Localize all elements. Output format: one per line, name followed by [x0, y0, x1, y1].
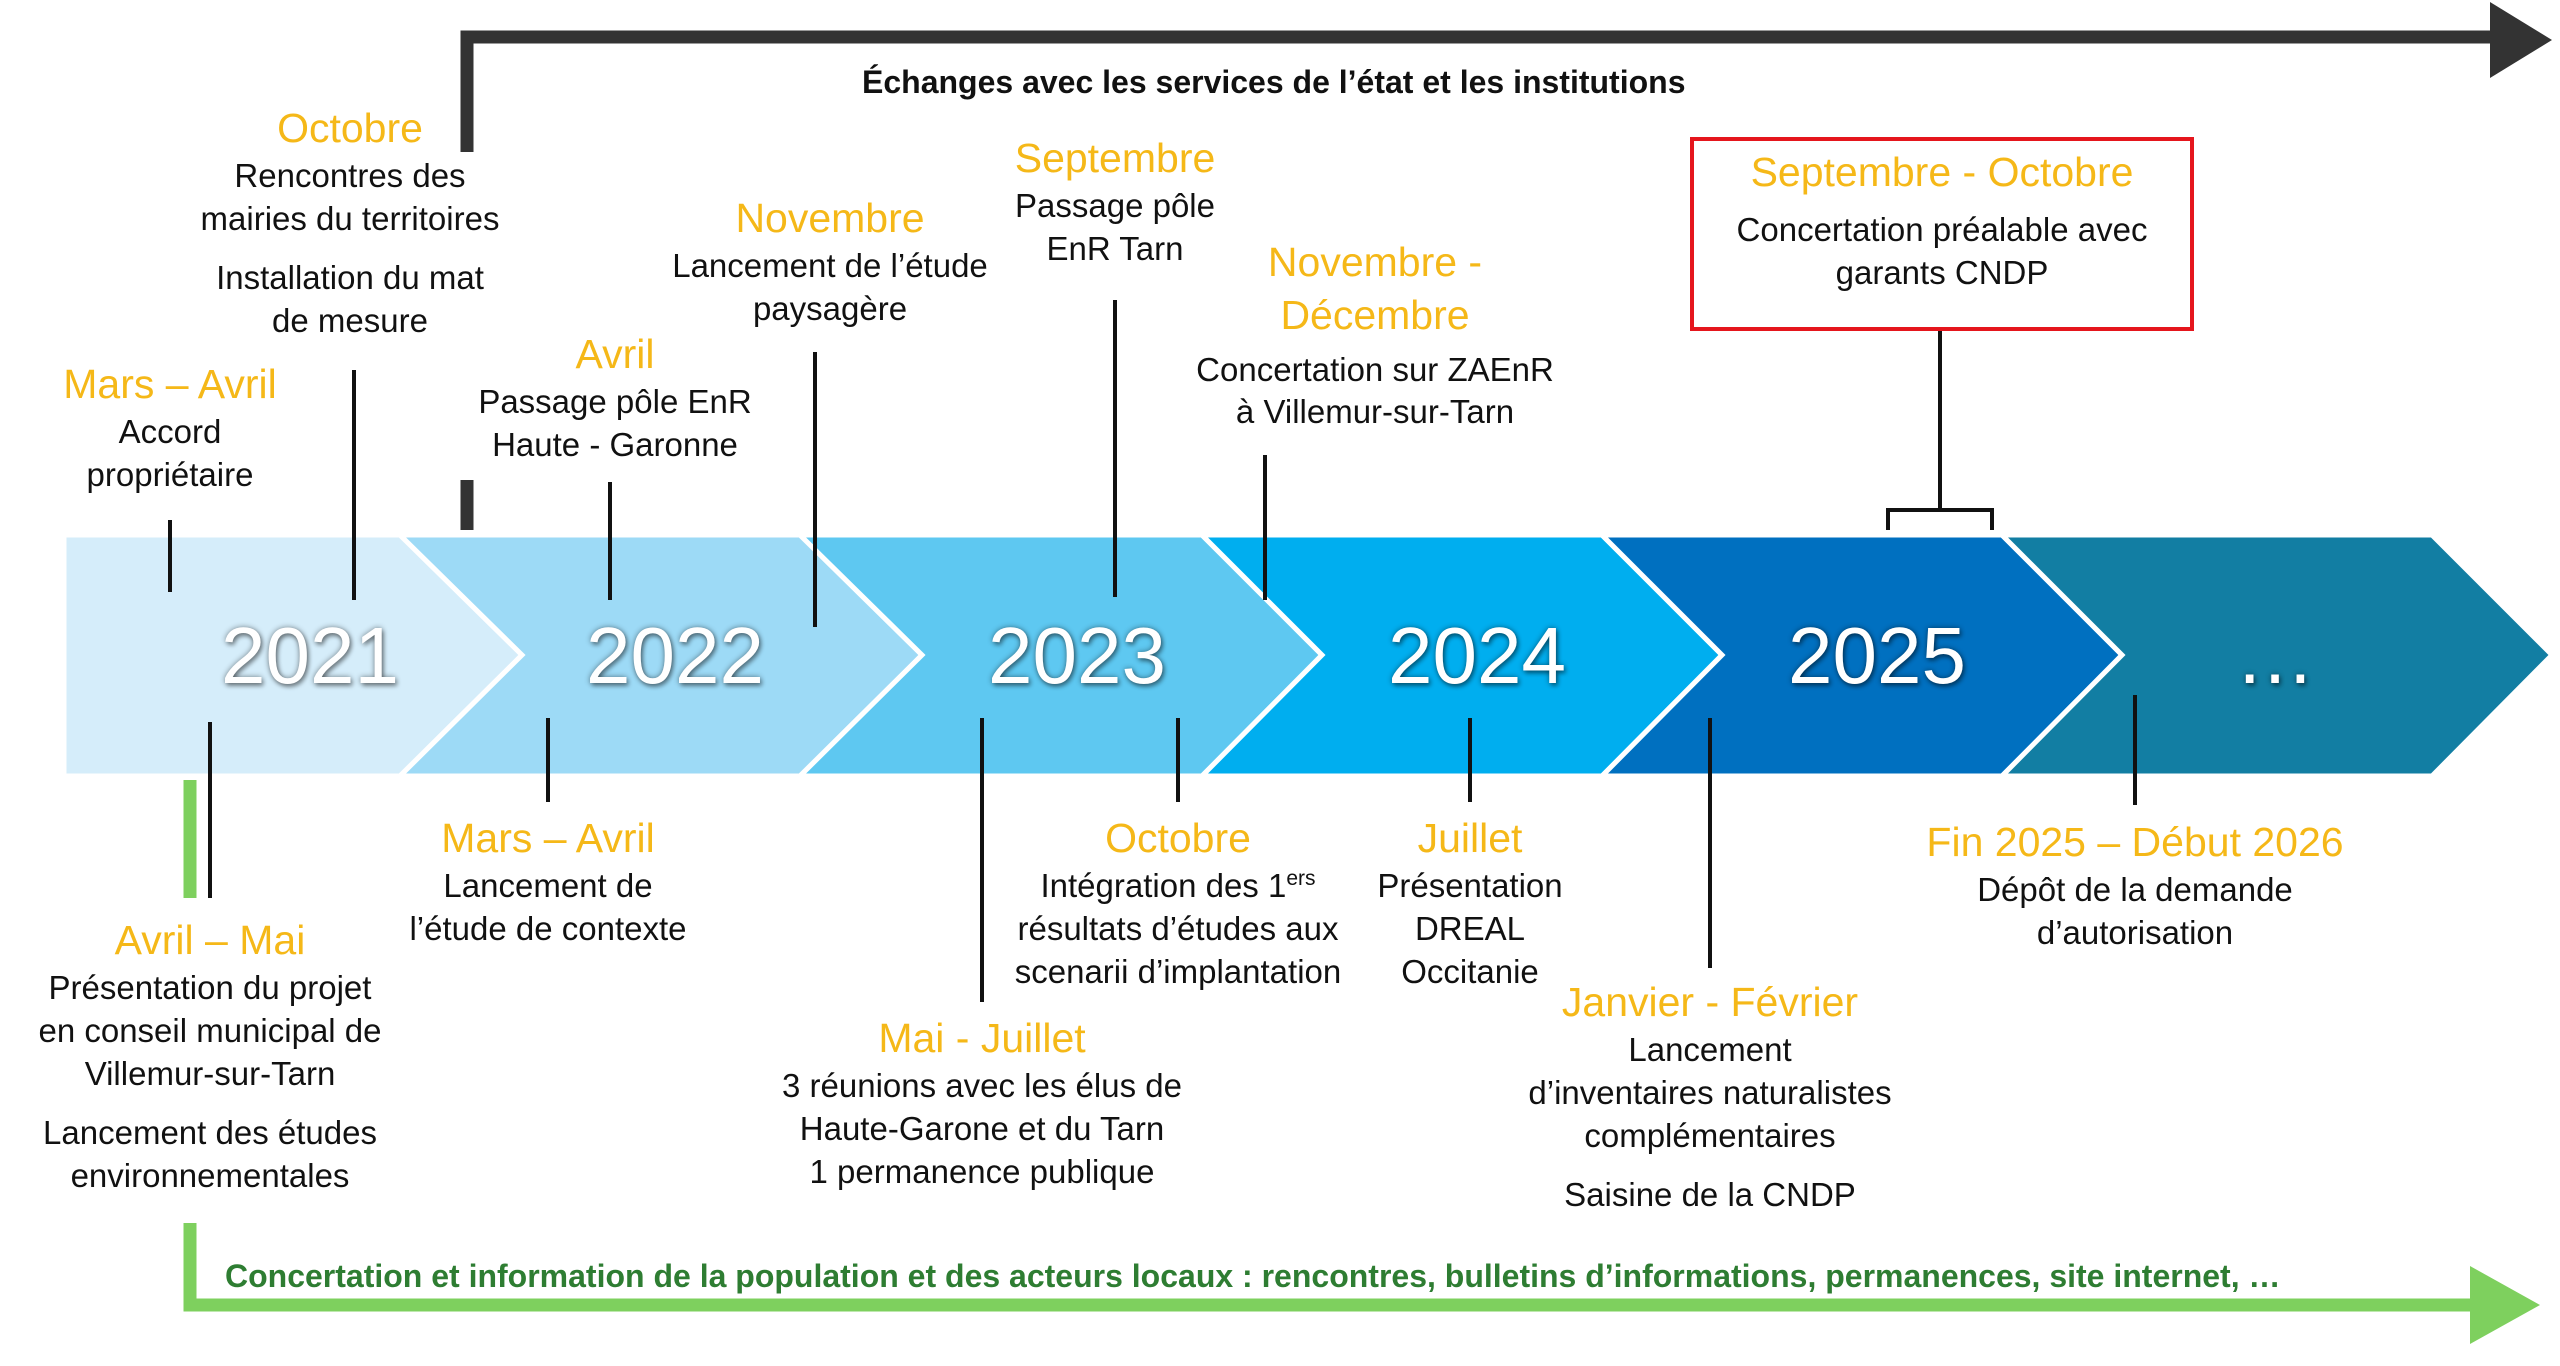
- event-desc-line: Dépôt de la demande: [1977, 871, 2293, 909]
- event-desc-line: d’inventaires naturalistes: [1528, 1074, 1892, 1112]
- event-desc-line: Lancement des études: [43, 1113, 377, 1151]
- event-octobre-2023: Octobre Intégration des 1ers résultats d…: [968, 812, 1388, 994]
- event-desc-line: Installation du mat: [216, 259, 484, 297]
- event-desc-prefix: Intégration des 1: [1040, 867, 1287, 905]
- bottom-arrow-head: [2470, 1266, 2540, 1344]
- event-desc-line: Lancement de l’étude: [672, 247, 988, 285]
- event-desc-line: Villemur-sur-Tarn: [84, 1055, 336, 1093]
- callout-box-avril-mai: [0, 898, 420, 1223]
- event-desc-line: Rencontres des: [234, 157, 466, 195]
- event-desc-line: l’étude de contexte: [409, 910, 687, 948]
- event-month: Novembre -: [1267, 239, 1483, 285]
- year-2024: 2024: [1388, 611, 1566, 700]
- event-desc-line: Présentation: [1377, 867, 1563, 905]
- event-desc-line: Concertation sur ZAEnR: [1196, 350, 1554, 388]
- event-desc-line: Haute-Garone et du Tarn: [799, 1110, 1165, 1148]
- event-septembre-2023: Septembre Passage pôle EnR Tarn: [955, 132, 1275, 271]
- event-desc-line: Accord: [118, 413, 222, 451]
- event-desc-line: Lancement de: [443, 867, 653, 905]
- event-month: Juillet: [1417, 815, 1523, 861]
- event-desc-line: garants CNDP: [1835, 254, 2049, 292]
- event-desc-line: Lancement: [1628, 1031, 1792, 1069]
- event-month: Janvier - Février: [1561, 979, 1859, 1025]
- event-desc-line: Saisine de la CNDP: [1564, 1175, 1856, 1213]
- event-desc-line: EnR Tarn: [1046, 230, 1184, 268]
- event-avril-mai-2021: Avril – Mai Présentation du projet en co…: [0, 914, 420, 1198]
- event-desc-line: 1 permanence publique: [809, 1153, 1155, 1191]
- event-month: Fin 2025 – Début 2026: [1926, 819, 2344, 865]
- event-desc-line: à Villemur-sur-Tarn: [1235, 393, 1515, 431]
- event-desc-superscript: ers: [1286, 867, 1316, 891]
- event-desc-line: de mesure: [272, 301, 428, 339]
- year-2025: 2025: [1788, 611, 1966, 700]
- event-desc-line: scenarii d’implantation: [1014, 953, 1342, 991]
- event-mars-avril-2022: Mars – Avril Lancement de l’étude de con…: [348, 812, 748, 951]
- event-month: Octobre: [1105, 815, 1251, 861]
- event-desc-line: propriétaire: [86, 456, 254, 494]
- event-desc-line: Passage pôle EnR: [478, 383, 752, 421]
- event-month: Décembre: [1280, 292, 1470, 339]
- top-arrow-head: [2490, 2, 2552, 78]
- event-month: Mars – Avril: [441, 815, 655, 861]
- event-desc-line: mairies du territoires: [200, 200, 500, 238]
- event-desc-line: DREAL: [1414, 910, 1526, 948]
- event-desc-line: Concertation préalable avec: [1736, 211, 2148, 249]
- callout-box-avril-2022: [440, 368, 780, 480]
- event-month: Avril: [575, 331, 655, 377]
- event-mars-avril-2021: Mars – Avril Accord propriétaire: [0, 358, 340, 497]
- event-month: Septembre: [1014, 135, 1216, 181]
- event-janvier-fevrier-2025: Janvier - Février Lancement d’inventaire…: [1480, 976, 1940, 1217]
- event-desc-line: d’autorisation: [2036, 914, 2234, 952]
- event-desc-line: Intégration des 1ers: [968, 865, 1388, 908]
- event-octobre-2021: Octobre Rencontres des mairies du territ…: [160, 102, 540, 343]
- callout-box-octobre-2021: [165, 152, 543, 370]
- event-desc-line: 3 réunions avec les élus de: [782, 1067, 1182, 1105]
- event-desc-line: Occitanie: [1401, 953, 1539, 991]
- event-avril-2022: Avril Passage pôle EnR Haute - Garonne: [440, 328, 790, 467]
- event-novembre-2022: Novembre Lancement de l’étude paysagère: [640, 192, 1020, 331]
- event-desc-line: résultats d’études aux: [1017, 910, 1339, 948]
- event-desc-line: paysagère: [752, 290, 908, 328]
- event-desc-line: Passage pôle: [1015, 187, 1215, 225]
- event-month: Mai - Juillet: [878, 1015, 1086, 1061]
- event-month: Avril – Mai: [114, 917, 306, 963]
- year-2022: 2022: [586, 611, 764, 700]
- event-juillet-2024: Juillet Présentation DREAL Occitanie: [1320, 812, 1620, 994]
- year-2023: 2023: [988, 611, 1166, 700]
- year-2021: 2021: [221, 611, 399, 700]
- event-month: Octobre: [277, 105, 423, 151]
- top-banner-text: Échanges avec les services de l’état et …: [862, 64, 1686, 100]
- event-fin-2025-debut-2026: Fin 2025 – Début 2026 Dépôt de la demand…: [1890, 816, 2380, 955]
- event-mai-juillet-2023: Mai - Juillet 3 réunions avec les élus d…: [732, 1012, 1232, 1194]
- highlight-box-concertation-cndp: [1690, 137, 2194, 331]
- event-desc-line: en conseil municipal de: [38, 1012, 382, 1050]
- year-more: …: [2235, 611, 2315, 700]
- chevron-band: [61, 532, 2556, 779]
- event-month: Mars – Avril: [63, 361, 277, 407]
- connectors: [168, 300, 2137, 1002]
- event-septembre-octobre-2025: Septembre - Octobre Concertation préalab…: [1690, 146, 2194, 295]
- event-month: Novembre: [735, 195, 925, 241]
- event-novembre-decembre-2023: Novembre - Décembre Concertation sur ZAE…: [1160, 236, 1590, 434]
- event-desc-line: environnementales: [70, 1156, 350, 1194]
- bottom-banner-text: Concertation et information de la popula…: [225, 1258, 2281, 1294]
- event-desc-line: Haute - Garonne: [492, 426, 738, 464]
- chevron-more: [1995, 532, 2556, 779]
- event-month: Septembre - Octobre: [1750, 149, 2134, 195]
- event-desc-line: Présentation du projet: [48, 969, 372, 1007]
- event-desc-line: complémentaires: [1584, 1117, 1836, 1155]
